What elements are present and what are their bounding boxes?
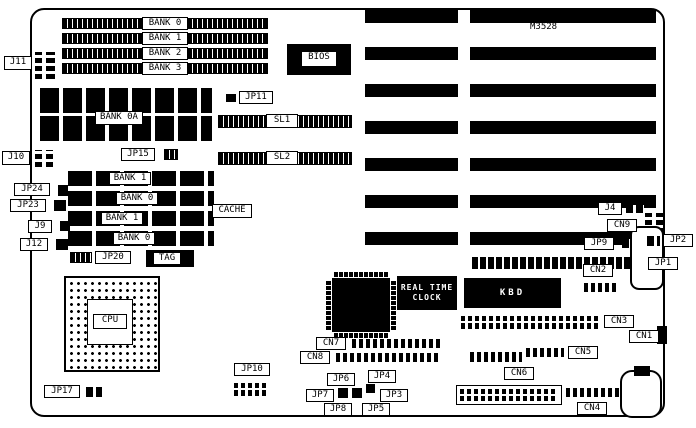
cn7-label: CN7 <box>316 337 346 350</box>
jp7-label: JP7 <box>306 389 334 402</box>
isa-slot-3-short <box>365 84 458 97</box>
board-outline <box>30 8 665 417</box>
isa-slot-1-long <box>470 10 656 23</box>
j12-connector <box>56 239 68 250</box>
isa-slot-2-long <box>470 47 656 60</box>
cn6-connector <box>470 352 522 362</box>
j9-label: J9 <box>28 220 52 233</box>
isa-slot-2-short <box>365 47 458 60</box>
cn3-label: CN3 <box>604 315 634 328</box>
isa-slot-8 <box>472 257 638 269</box>
j12-label: J12 <box>20 238 48 251</box>
sl1-label: SL1 <box>266 114 298 128</box>
jp17-jumper <box>86 387 102 397</box>
chipset-pins-left <box>326 280 331 330</box>
dram-bank0a-label: BANK 0A <box>95 111 143 125</box>
cn5-label: CN5 <box>568 346 598 359</box>
j9-connector <box>60 221 70 231</box>
cn8-label: CN8 <box>300 351 330 364</box>
isa-slot-7-short <box>365 232 458 245</box>
j4-jumper <box>626 205 644 213</box>
j11-connector <box>35 52 55 79</box>
jp10-connector <box>234 383 266 396</box>
isa-slot-5-short <box>365 158 458 171</box>
simm-bank1-label: BANK 1 <box>142 32 188 45</box>
cn1-label: CN1 <box>629 330 659 343</box>
kbd-label: KBD <box>499 287 526 298</box>
cache-row-4-label: BANK 0 <box>113 232 155 245</box>
jp20-label: JP20 <box>95 251 131 264</box>
bios-label: BIOS <box>301 51 337 67</box>
j11-label: J11 <box>4 56 32 70</box>
jp20-jumper <box>70 252 92 263</box>
board-model: M3528 <box>530 22 558 32</box>
cn4-label: CN4 <box>577 402 607 415</box>
cn4-connector <box>460 389 558 401</box>
keyboard-din-connector <box>620 370 662 418</box>
jp8-label: JP8 <box>324 403 352 416</box>
cn1-connector <box>657 326 667 344</box>
sl2-label: SL2 <box>266 151 298 165</box>
jp15-label: JP15 <box>121 148 155 161</box>
jp6-label: JP6 <box>327 373 355 386</box>
jp23-connector <box>54 200 66 211</box>
jp24-connector <box>58 185 68 196</box>
kbd-controller-chip: KBD <box>464 278 561 308</box>
cpu-socket: CPU <box>64 276 160 372</box>
jp5-label: JP5 <box>362 403 390 416</box>
cache-row-1-label: BANK 1 <box>109 172 151 185</box>
simm-bank0-label: BANK 0 <box>142 17 188 30</box>
isa-slot-4-long <box>470 121 656 134</box>
cn3-connector <box>461 316 601 329</box>
jp2-jumper <box>647 236 660 246</box>
tag-label: TAG <box>153 252 181 265</box>
simm-bank2-label: BANK 2 <box>142 47 188 60</box>
j4-label: J4 <box>598 202 622 215</box>
cn9-label: CN9 <box>607 219 637 232</box>
chipset-pins-top <box>334 272 388 277</box>
jp2-label: JP2 <box>663 234 693 247</box>
cache-row-2-label: BANK 0 <box>116 192 158 205</box>
cn8-connector <box>336 353 440 362</box>
isa-slot-3-long <box>470 84 656 97</box>
j10-label: J10 <box>2 151 30 165</box>
jp10-label: JP10 <box>234 363 270 376</box>
rtc-label-line1: REAL TIME <box>400 283 454 292</box>
cn6-label: CN6 <box>504 367 534 380</box>
jp3-label: JP3 <box>380 389 408 402</box>
cache-label: CACHE <box>212 204 252 218</box>
jp23-label: JP23 <box>10 199 46 212</box>
cn2-connector <box>584 283 616 292</box>
jp5-jumper <box>352 388 362 398</box>
chipset-chip <box>332 278 390 332</box>
j10-connector <box>35 150 53 167</box>
jp15-jumper <box>164 149 178 160</box>
jp17-label: JP17 <box>44 385 80 398</box>
rtc-chip: REAL TIME CLOCK <box>397 276 457 310</box>
jp24-label: JP24 <box>14 183 50 196</box>
cache-row-3-label: BANK 1 <box>101 212 143 225</box>
jp1-label: JP1 <box>648 257 678 270</box>
cn4-connector-right <box>566 388 620 397</box>
isa-slot-1-short <box>365 10 458 23</box>
cn2-label: CN2 <box>583 264 613 277</box>
jp9-label: JP9 <box>584 237 614 250</box>
keyboard-din-key <box>634 366 650 376</box>
jp4-jumper <box>366 384 375 393</box>
rtc-label-line2: CLOCK <box>412 293 442 302</box>
isa-slot-5-long <box>470 158 656 171</box>
cpu-label: CPU <box>93 314 127 329</box>
chipset-pins-right <box>391 280 396 330</box>
cn5-connector <box>526 348 564 357</box>
chipset-pins-bottom <box>334 333 388 338</box>
isa-slot-4-short <box>365 121 458 134</box>
isa-slot-6-short <box>365 195 458 208</box>
jp11-label: JP11 <box>239 91 273 104</box>
simm-bank3-label: BANK 3 <box>142 62 188 75</box>
jp11-jumper <box>226 94 236 102</box>
cn7-connector <box>352 339 440 348</box>
jp6-jumper <box>338 388 348 398</box>
jp4-label: JP4 <box>368 370 396 383</box>
dram-bank0a-row1 <box>40 88 212 113</box>
